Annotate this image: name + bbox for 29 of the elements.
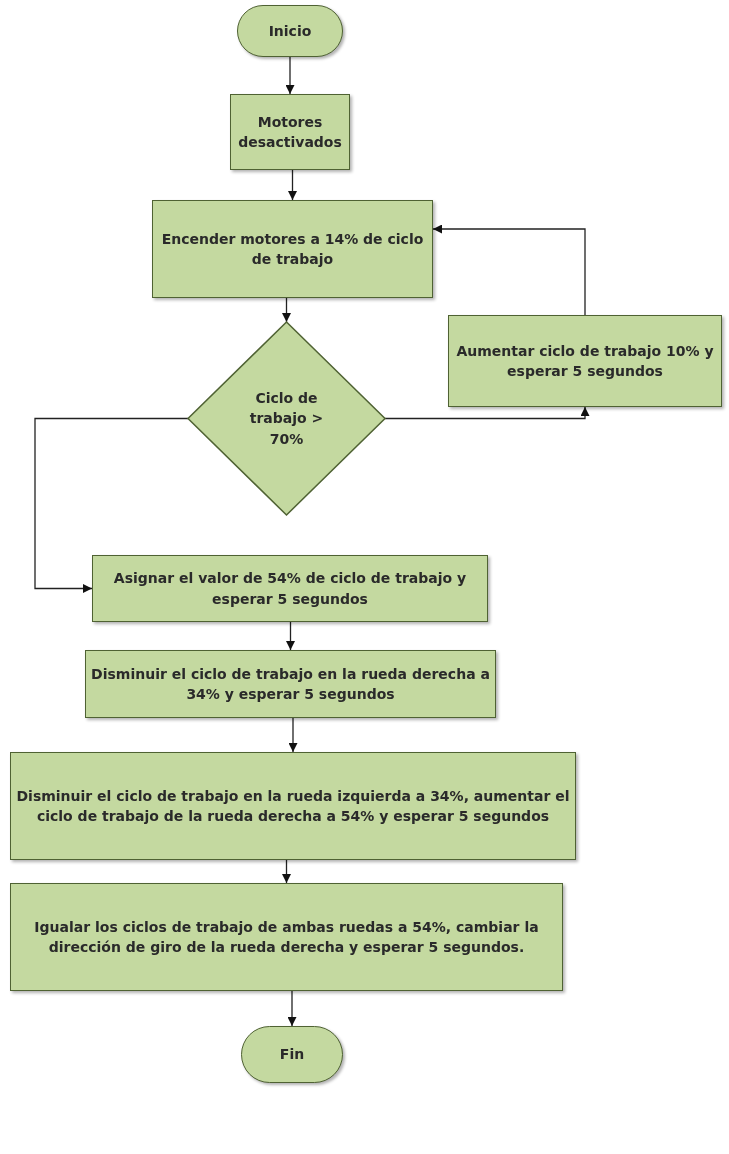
node-text: Inicio: [267, 21, 313, 41]
node-text: Asignar el valor de 54% de ciclo de trabajo y esperar 5 segundos: [112, 569, 468, 609]
arrow: [282, 297, 291, 323]
terminal-shape: [237, 5, 343, 57]
arrow: [285, 56, 295, 95]
process-box: [10, 883, 563, 991]
node-text: Aumentar ciclo de trabajo 10% y esperar 5 segundos: [455, 341, 715, 381]
process-box: [152, 200, 433, 298]
node-text: Motores desactivados: [237, 112, 343, 152]
arrow: [384, 406, 590, 420]
node-text: Disminuir el ciclo de trabajo en la rueda derecha a 34% y esperar 5 segundos: [90, 664, 491, 704]
arrow: [287, 990, 297, 1027]
process-box: [10, 752, 576, 860]
arrow: [432, 224, 586, 316]
arrow: [282, 859, 291, 884]
process-box: [85, 650, 496, 718]
terminal-shape: [241, 1026, 343, 1083]
node-text: Igualar los ciclos de trabajo de ambas ruedas a 54%, cambiar la dirección de giro de la rueda derecha y esperar 5 segundos.: [33, 917, 540, 957]
node-text: Encender motores a 14% de ciclo de trabajo: [160, 229, 425, 269]
arrow: [288, 169, 297, 201]
arrow: [34, 417, 189, 593]
arrow: [286, 621, 295, 651]
node-text: Ciclo de trabajo > 70%: [248, 389, 325, 449]
process-box: [92, 555, 488, 622]
node-text: Fin: [278, 1045, 306, 1065]
process-box: [230, 94, 350, 170]
arrow: [288, 717, 298, 753]
node-text: Disminuir el ciclo de trabajo en la rueda izquierda a 34%, aumentar el ciclo de trabajo de la rueda derecha a 54% y esperar 5 segundos: [15, 786, 571, 826]
process-box: [448, 315, 722, 407]
